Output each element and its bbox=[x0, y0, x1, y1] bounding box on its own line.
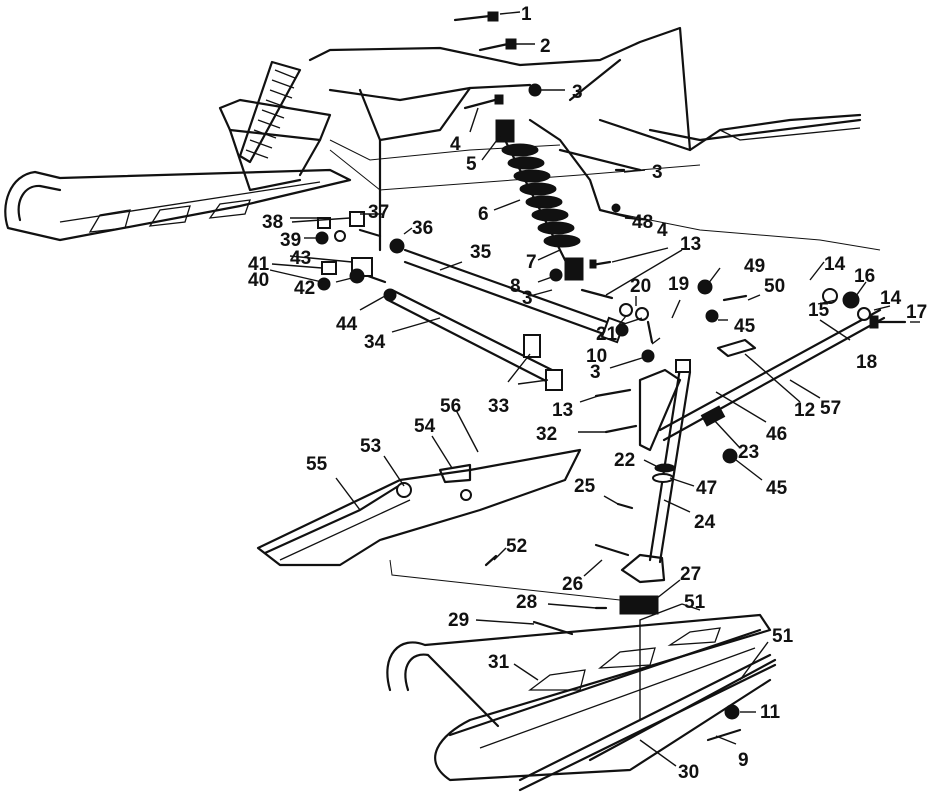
callout-1: 1 bbox=[521, 4, 532, 25]
front-ski bbox=[386, 613, 777, 792]
callout-11: 11 bbox=[760, 702, 781, 723]
callout-41: 41 bbox=[248, 254, 270, 275]
callout-16: 16 bbox=[854, 266, 875, 287]
callout-38: 38 bbox=[262, 212, 283, 233]
callout-2: 2 bbox=[540, 36, 551, 57]
callout-3: 3 bbox=[590, 362, 601, 383]
steering-arm-bracket bbox=[638, 368, 682, 452]
callout-39: 39 bbox=[280, 230, 301, 251]
callout-50: 50 bbox=[764, 276, 785, 297]
callout-3: 3 bbox=[652, 162, 663, 183]
callout-15: 15 bbox=[808, 300, 830, 321]
upper-radius-rod bbox=[403, 248, 626, 344]
callout-17: 17 bbox=[906, 302, 927, 323]
callout-34: 34 bbox=[364, 332, 386, 353]
chassis-frame bbox=[4, 26, 881, 252]
callout-45: 45 bbox=[734, 316, 756, 337]
callout-44: 44 bbox=[336, 314, 358, 335]
callout-12: 12 bbox=[794, 400, 815, 421]
callout-47: 47 bbox=[696, 478, 717, 499]
callout-9: 9 bbox=[738, 750, 749, 771]
leader-lines bbox=[269, 11, 920, 767]
callout-54: 54 bbox=[414, 416, 436, 437]
callout-52: 52 bbox=[506, 536, 527, 557]
callout-8: 8 bbox=[510, 276, 521, 297]
callout-55: 55 bbox=[306, 454, 328, 475]
callout-29: 29 bbox=[448, 610, 469, 631]
shock-absorber bbox=[495, 119, 584, 281]
callout-19: 19 bbox=[668, 274, 689, 295]
callout-56: 56 bbox=[440, 396, 461, 417]
callout-43: 43 bbox=[290, 248, 311, 269]
callout-37: 37 bbox=[368, 202, 389, 223]
spindle bbox=[620, 359, 692, 584]
lower-radius-rod bbox=[386, 288, 563, 391]
callout-13: 13 bbox=[680, 234, 701, 255]
callout-20: 20 bbox=[630, 276, 651, 297]
callout-10: 10 bbox=[586, 346, 607, 367]
callout-14: 14 bbox=[880, 288, 902, 309]
callout-24: 24 bbox=[694, 512, 716, 533]
callout-14: 14 bbox=[824, 254, 846, 275]
callout-49: 49 bbox=[744, 256, 765, 277]
ski-wear-bar bbox=[588, 658, 777, 762]
callout-33: 33 bbox=[488, 396, 509, 417]
callout-46: 46 bbox=[766, 424, 787, 445]
callout-5: 5 bbox=[466, 154, 477, 175]
callout-42: 42 bbox=[294, 278, 315, 299]
callout-6: 6 bbox=[478, 204, 489, 225]
callout-labels: 1 2 3 4 5 3 6 48 4 13 7 8 3 38 37 39 36 … bbox=[248, 4, 927, 783]
callout-40: 40 bbox=[248, 270, 269, 291]
callout-26: 26 bbox=[562, 574, 583, 595]
callout-57: 57 bbox=[820, 398, 841, 419]
tie-rod bbox=[658, 308, 886, 442]
callout-3: 3 bbox=[522, 288, 533, 309]
callout-23: 23 bbox=[738, 442, 759, 463]
callout-51: 51 bbox=[684, 592, 706, 613]
callout-4: 4 bbox=[450, 134, 461, 155]
callout-7: 7 bbox=[526, 252, 537, 273]
callout-18: 18 bbox=[856, 352, 877, 373]
callout-51: 51 bbox=[772, 626, 794, 647]
callout-28: 28 bbox=[516, 592, 537, 613]
shock-spring-coils bbox=[501, 143, 581, 248]
callout-22: 22 bbox=[614, 450, 635, 471]
callout-31: 31 bbox=[488, 652, 510, 673]
callout-53: 53 bbox=[360, 436, 381, 457]
callout-27: 27 bbox=[680, 564, 701, 585]
hardware-bolts bbox=[315, 11, 907, 742]
ski-bumper-bracket bbox=[716, 338, 757, 358]
callout-35: 35 bbox=[470, 242, 492, 263]
callout-48: 48 bbox=[632, 212, 653, 233]
callout-25: 25 bbox=[574, 476, 596, 497]
callout-32: 32 bbox=[536, 424, 557, 445]
callout-3: 3 bbox=[572, 82, 583, 103]
callout-13: 13 bbox=[552, 400, 573, 421]
callout-30: 30 bbox=[678, 762, 699, 783]
callout-21: 21 bbox=[596, 324, 618, 345]
callout-4: 4 bbox=[657, 220, 668, 241]
rear-left-shock-spring bbox=[238, 60, 302, 164]
callout-36: 36 bbox=[412, 218, 433, 239]
callout-45: 45 bbox=[766, 478, 788, 499]
